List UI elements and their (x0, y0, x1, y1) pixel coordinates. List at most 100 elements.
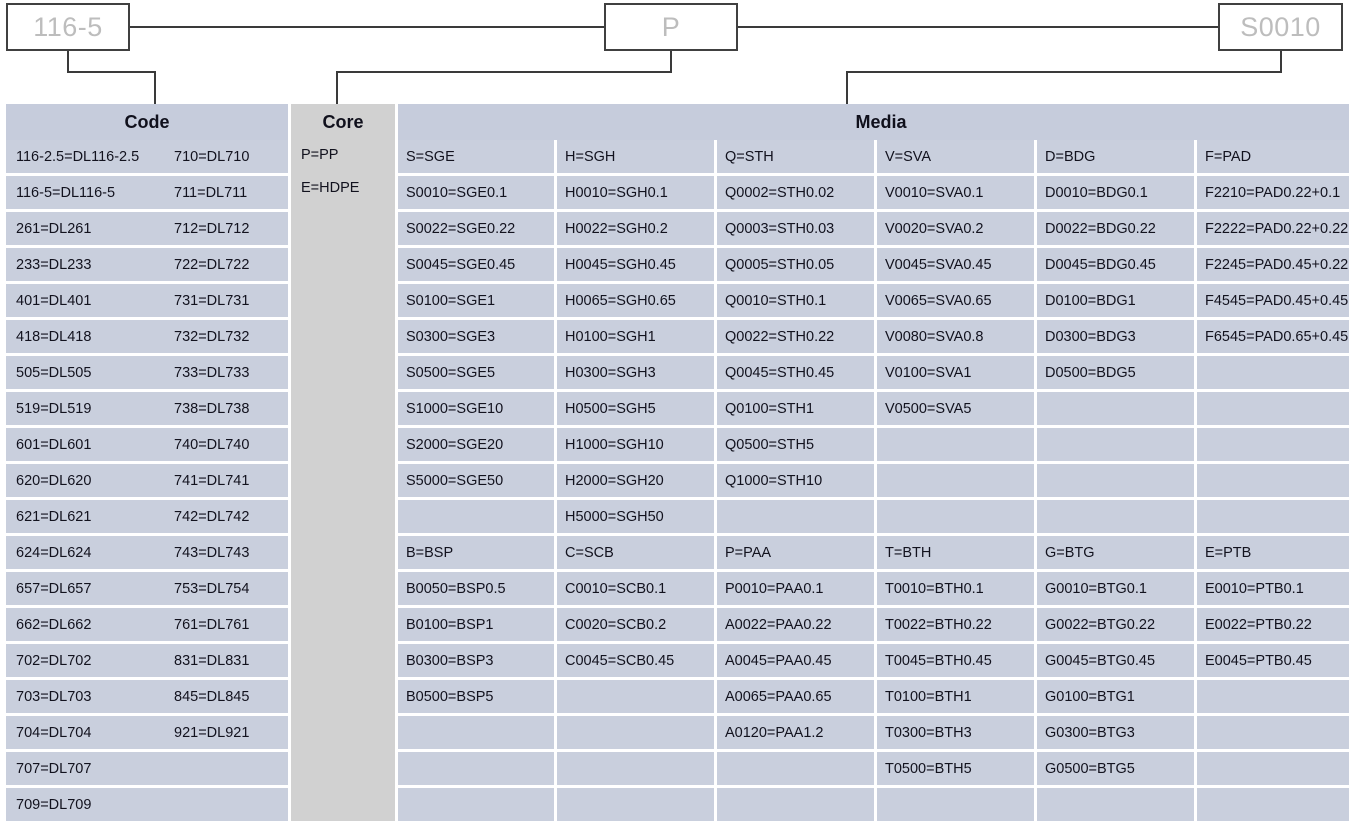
media-cell[interactable]: H0010=SGH0.1 (557, 176, 714, 209)
media-cell[interactable]: T=BTH (877, 536, 1034, 569)
media-cell[interactable]: B0100=BSP1 (398, 608, 554, 641)
code-row[interactable]: 709=DL709 (6, 788, 288, 821)
media-cell[interactable]: G=BTG (1037, 536, 1194, 569)
media-cell[interactable]: G0500=BTG5 (1037, 752, 1194, 785)
media-cell[interactable]: H0045=SGH0.45 (557, 248, 714, 281)
media-cell[interactable]: Q0045=STH0.45 (717, 356, 874, 389)
media-example-box[interactable]: S0010 (1218, 3, 1343, 51)
media-cell[interactable]: H=SGH (557, 140, 714, 173)
media-cell[interactable]: A0065=PAA0.65 (717, 680, 874, 713)
media-cell[interactable]: S0100=SGE1 (398, 284, 554, 317)
media-cell[interactable]: A0022=PAA0.22 (717, 608, 874, 641)
media-cell[interactable]: H5000=SGH50 (557, 500, 714, 533)
code-example-box[interactable]: 116-5 (6, 3, 130, 51)
media-cell[interactable]: F2222=PAD0.22+0.22 (1197, 212, 1349, 245)
media-cell[interactable]: T0022=BTH0.22 (877, 608, 1034, 641)
media-cell[interactable]: H1000=SGH10 (557, 428, 714, 461)
media-cell[interactable]: F2245=PAD0.45+0.22 (1197, 248, 1349, 281)
media-cell[interactable]: P0010=PAA0.1 (717, 572, 874, 605)
media-cell[interactable]: E0010=PTB0.1 (1197, 572, 1349, 605)
media-cell[interactable]: D0100=BDG1 (1037, 284, 1194, 317)
media-cell[interactable]: A0045=PAA0.45 (717, 644, 874, 677)
media-cell[interactable]: G0045=BTG0.45 (1037, 644, 1194, 677)
media-cell[interactable]: B=BSP (398, 536, 554, 569)
media-cell[interactable]: A0120=PAA1.2 (717, 716, 874, 749)
media-cell[interactable]: T0010=BTH0.1 (877, 572, 1034, 605)
media-cell[interactable]: S0045=SGE0.45 (398, 248, 554, 281)
media-cell[interactable]: G0300=BTG3 (1037, 716, 1194, 749)
media-cell[interactable]: F6545=PAD0.65+0.45 (1197, 320, 1349, 353)
media-cell[interactable]: D0045=BDG0.45 (1037, 248, 1194, 281)
media-cell[interactable]: H0100=SGH1 (557, 320, 714, 353)
media-cell[interactable]: F2210=PAD0.22+0.1 (1197, 176, 1349, 209)
media-cell[interactable]: H2000=SGH20 (557, 464, 714, 497)
media-cell[interactable]: Q0010=STH0.1 (717, 284, 874, 317)
media-cell[interactable]: Q0100=STH1 (717, 392, 874, 425)
media-cell[interactable]: C0020=SCB0.2 (557, 608, 714, 641)
core-example-box[interactable]: P (604, 3, 738, 51)
media-cell[interactable]: T0500=BTH5 (877, 752, 1034, 785)
media-cell[interactable]: S0022=SGE0.22 (398, 212, 554, 245)
media-cell[interactable]: V0500=SVA5 (877, 392, 1034, 425)
core-item[interactable]: E=HDPE (291, 173, 395, 206)
media-cell[interactable]: B0500=BSP5 (398, 680, 554, 713)
media-cell[interactable]: E0045=PTB0.45 (1197, 644, 1349, 677)
media-cell[interactable]: G0100=BTG1 (1037, 680, 1194, 713)
media-cell[interactable]: H0065=SGH0.65 (557, 284, 714, 317)
media-cell[interactable]: V0100=SVA1 (877, 356, 1034, 389)
media-cell[interactable]: V0045=SVA0.45 (877, 248, 1034, 281)
media-cell[interactable]: D0300=BDG3 (1037, 320, 1194, 353)
media-cell[interactable]: S2000=SGE20 (398, 428, 554, 461)
media-cell[interactable]: C0045=SCB0.45 (557, 644, 714, 677)
media-cell[interactable]: V0080=SVA0.8 (877, 320, 1034, 353)
media-cell[interactable]: Q0022=STH0.22 (717, 320, 874, 353)
media-cell[interactable]: G0010=BTG0.1 (1037, 572, 1194, 605)
media-cell[interactable]: G0022=BTG0.22 (1037, 608, 1194, 641)
media-cell[interactable]: Q1000=STH10 (717, 464, 874, 497)
media-cell[interactable]: B0300=BSP3 (398, 644, 554, 677)
media-cell[interactable]: D=BDG (1037, 140, 1194, 173)
media-cell[interactable]: T0045=BTH0.45 (877, 644, 1034, 677)
media-cell[interactable]: P=PAA (717, 536, 874, 569)
core-item[interactable]: P=PP (291, 140, 395, 173)
media-cell[interactable]: F4545=PAD0.45+0.45 (1197, 284, 1349, 317)
media-cell[interactable]: F=PAD (1197, 140, 1349, 173)
media-cell[interactable]: D0010=BDG0.1 (1037, 176, 1194, 209)
media-cell[interactable]: V0020=SVA0.2 (877, 212, 1034, 245)
media-cell[interactable]: Q0500=STH5 (717, 428, 874, 461)
media-cell[interactable]: C0010=SCB0.1 (557, 572, 714, 605)
media-cell[interactable]: Q0003=STH0.03 (717, 212, 874, 245)
media-cell[interactable]: H0500=SGH5 (557, 392, 714, 425)
media-cell[interactable]: T0100=BTH1 (877, 680, 1034, 713)
media-cell[interactable]: Q0005=STH0.05 (717, 248, 874, 281)
code-row[interactable]: 707=DL707 (6, 752, 288, 785)
media-cell[interactable]: S0010=SGE0.1 (398, 176, 554, 209)
media-cell[interactable]: E=PTB (1197, 536, 1349, 569)
media-cell[interactable]: E0022=PTB0.22 (1197, 608, 1349, 641)
media-cell[interactable]: V=SVA (877, 140, 1034, 173)
media-cell[interactable]: C=SCB (557, 536, 714, 569)
media-cell[interactable]: H0022=SGH0.2 (557, 212, 714, 245)
media-cell[interactable]: S=SGE (398, 140, 554, 173)
media-cell[interactable]: S5000=SGE50 (398, 464, 554, 497)
media-cell[interactable]: D0500=BDG5 (1037, 356, 1194, 389)
media-cell[interactable]: V0010=SVA0.1 (877, 176, 1034, 209)
media-cell[interactable]: T0300=BTH3 (877, 716, 1034, 749)
media-cell[interactable]: B0050=BSP0.5 (398, 572, 554, 605)
media-cell[interactable]: S0300=SGE3 (398, 320, 554, 353)
media-cell[interactable]: S1000=SGE10 (398, 392, 554, 425)
media-cell[interactable]: H0300=SGH3 (557, 356, 714, 389)
